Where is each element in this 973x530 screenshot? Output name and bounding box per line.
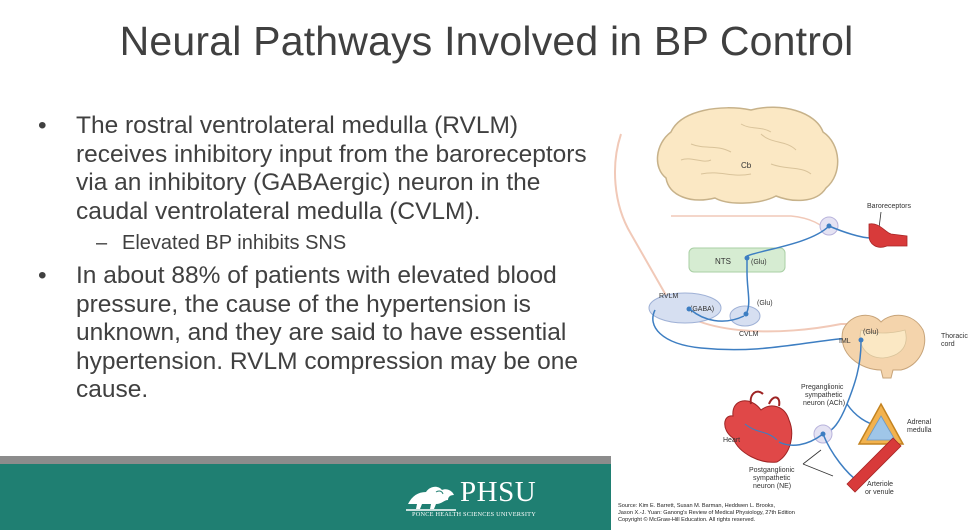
bullet-list: • The rostral ventrolateral medulla (RVL…: [38, 112, 608, 405]
heart-shape: [724, 400, 793, 463]
label-thoracic-1: Thoracic: [941, 333, 968, 340]
label-baroreceptors: Baroreceptors: [867, 203, 911, 210]
source-line: Source: Kim E. Barrett, Susan M. Barman,…: [618, 503, 776, 509]
label-adrenal-2: medulla: [907, 427, 932, 434]
bullet-item-rvlm: • The rostral ventrolateral medulla (RVL…: [38, 112, 608, 226]
label-post-3: neuron (NE): [753, 483, 791, 490]
label-adrenal-1: Adrenal: [907, 419, 932, 426]
label-iml: IML: [839, 338, 851, 345]
label-nts-glu: (Glu): [751, 259, 767, 266]
pathway-diagram: Cb NTS (Glu) RVLM (GABA) (Glu) CVLM Baro…: [614, 106, 968, 496]
sub-bullet-text: Elevated BP inhibits SNS: [122, 232, 347, 254]
label-arteriole-1: Arteriole: [867, 481, 893, 488]
label-glu-mid: (Glu): [757, 300, 773, 307]
figure-source-credit: Source: Kim E. Barrett, Susan M. Barman,…: [618, 503, 838, 524]
label-heart: Heart: [723, 437, 740, 444]
nts-box: [688, 247, 786, 273]
bullet-item-hypertension: • In about 88% of patients with elevated…: [38, 262, 608, 405]
label-nts: NTS: [715, 257, 731, 266]
label-gaba: (GABA): [690, 306, 714, 313]
label-pre-2: sympathetic: [805, 392, 843, 399]
logo-subtext: PONCE HEALTH SCIENCES UNIVERSITY: [412, 511, 536, 518]
arteriole-vessel: [846, 437, 902, 493]
logo-text: PHSU: [460, 476, 537, 508]
label-arteriole-2: or venule: [865, 489, 894, 496]
label-post-1: Postganglionic: [749, 467, 795, 474]
cerebellum-shape: [656, 106, 839, 204]
label-cb: Cb: [741, 161, 752, 170]
footer-stripe: [0, 456, 973, 464]
sub-bullet-marker: –: [96, 232, 108, 254]
baroreceptor-vessel: [868, 223, 908, 248]
label-rvlm: RVLM: [659, 293, 678, 300]
lion-emblem-icon: [406, 486, 456, 511]
sub-bullet-item: – Elevated BP inhibits SNS: [38, 230, 608, 256]
source-line: Copyright © McGraw-Hill Education. All r…: [618, 517, 756, 523]
bullet-text: In about 88% of patients with elevated b…: [76, 262, 579, 403]
rvlm-region: [648, 292, 722, 324]
label-cvlm: CVLM: [739, 331, 759, 338]
label-pre-3: neuron (ACh): [803, 400, 845, 407]
label-iml-glu: (Glu): [863, 329, 879, 336]
phsu-logo: PHSU PONCE HEALTH SCIENCES UNIVERSITY: [404, 476, 544, 524]
bp-pathway-figure: Cb NTS (Glu) RVLM (GABA) (Glu) CVLM Baro…: [611, 104, 973, 530]
bullet-marker: •: [38, 112, 47, 139]
label-thoracic-2: cord: [941, 341, 955, 348]
label-pre-1: Preganglionic: [801, 384, 844, 391]
source-line: Jason X.-J. Yuan: Ganong's Review of Med…: [618, 510, 795, 516]
bullet-marker: •: [38, 262, 47, 289]
label-post-2: sympathetic: [753, 475, 791, 482]
slide-title: Neural Pathways Involved in BP Control: [119, 18, 854, 64]
bullet-text: The rostral ventrolateral medulla (RVLM)…: [76, 112, 587, 225]
